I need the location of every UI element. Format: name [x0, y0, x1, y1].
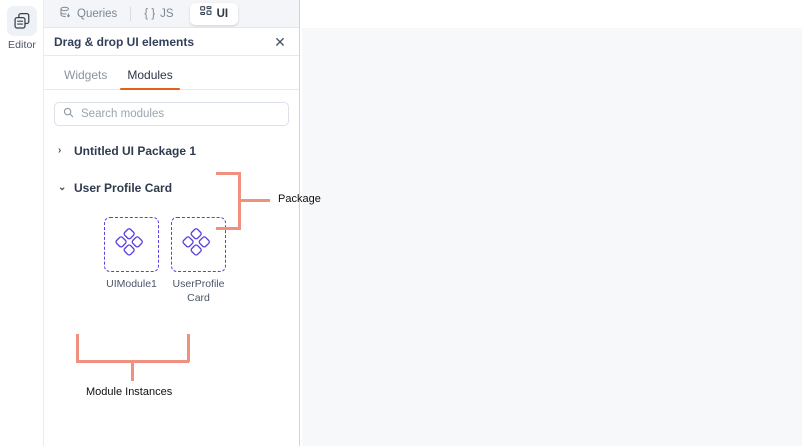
tab-separator: [130, 6, 132, 21]
module-instance-list: UIModule1 UserProfileCard: [44, 201, 299, 305]
panel-subtabs: Widgets Modules: [44, 56, 299, 90]
tab-ui[interactable]: UI: [189, 2, 239, 25]
tree-row-untitled-ui-package-1[interactable]: › Untitled UI Package 1: [44, 138, 299, 164]
editor-pages-icon: [7, 6, 37, 36]
panel-header: Drag & drop UI elements ✕: [44, 28, 299, 56]
bracket-line-stem: [241, 199, 270, 202]
search-input[interactable]: [81, 108, 280, 120]
tab-modules[interactable]: Modules: [117, 68, 182, 90]
module-instance-userprofilecard[interactable]: UserProfileCard: [171, 217, 226, 305]
bracket-line-bottom: [216, 227, 241, 230]
rail-item-label: Editor: [7, 39, 37, 51]
tree-row-user-profile-card[interactable]: ⌄ User Profile Card: [44, 175, 299, 201]
tab-js-label: JS: [160, 7, 174, 20]
annotation-package-label: Package: [278, 193, 321, 205]
tab-queries[interactable]: Queries: [49, 3, 127, 25]
tab-queries-label: Queries: [77, 7, 118, 20]
grid-layout-icon: [199, 6, 212, 21]
tab-ui-label: UI: [216, 7, 229, 20]
module-instance-uimodule1[interactable]: UIModule1: [104, 217, 159, 305]
search-box[interactable]: [54, 102, 289, 126]
rail-item-editor[interactable]: Editor: [0, 6, 44, 51]
page-title: Drag & drop UI elements: [54, 34, 195, 49]
bracket-line-stem: [131, 360, 134, 381]
module-diamonds-icon: [104, 217, 159, 272]
close-icon[interactable]: ✕: [274, 33, 286, 50]
bracket-line-left: [76, 334, 79, 362]
database-query-icon: [59, 6, 72, 22]
module-diamonds-icon: [171, 217, 226, 272]
left-rail: Editor: [0, 0, 44, 446]
search-wrapper: [44, 90, 299, 126]
bracket-line-right: [238, 172, 241, 230]
chevron-down-icon[interactable]: ⌄: [58, 182, 67, 193]
tree-row-label: User Profile Card: [74, 181, 173, 195]
search-icon: [63, 105, 74, 123]
annotation-module-instances-label: Module Instances: [86, 386, 173, 398]
tab-modules-label: Modules: [127, 68, 173, 82]
bracket-line-top: [216, 172, 241, 175]
modules-tree: › Untitled UI Package 1 ⌄ User Profile C…: [44, 126, 299, 201]
editor-tabbar: Queries { } JS UI: [44, 0, 299, 28]
tab-js[interactable]: { } JS: [134, 3, 183, 25]
tab-widgets[interactable]: Widgets: [54, 68, 117, 89]
ui-panel: Queries { } JS UI Dr: [44, 0, 300, 446]
ui-canvas[interactable]: [302, 28, 802, 446]
curly-braces-icon: { }: [144, 7, 156, 20]
module-instance-label: UserProfileCard: [172, 278, 225, 304]
tree-row-label: Untitled UI Package 1: [74, 144, 197, 158]
canvas-top-strip: [300, 0, 802, 28]
chevron-right-icon[interactable]: ›: [58, 145, 62, 156]
bracket-line-right: [187, 334, 190, 362]
tab-widgets-label: Widgets: [64, 68, 108, 82]
module-instance-label: UIModule1: [106, 278, 157, 290]
